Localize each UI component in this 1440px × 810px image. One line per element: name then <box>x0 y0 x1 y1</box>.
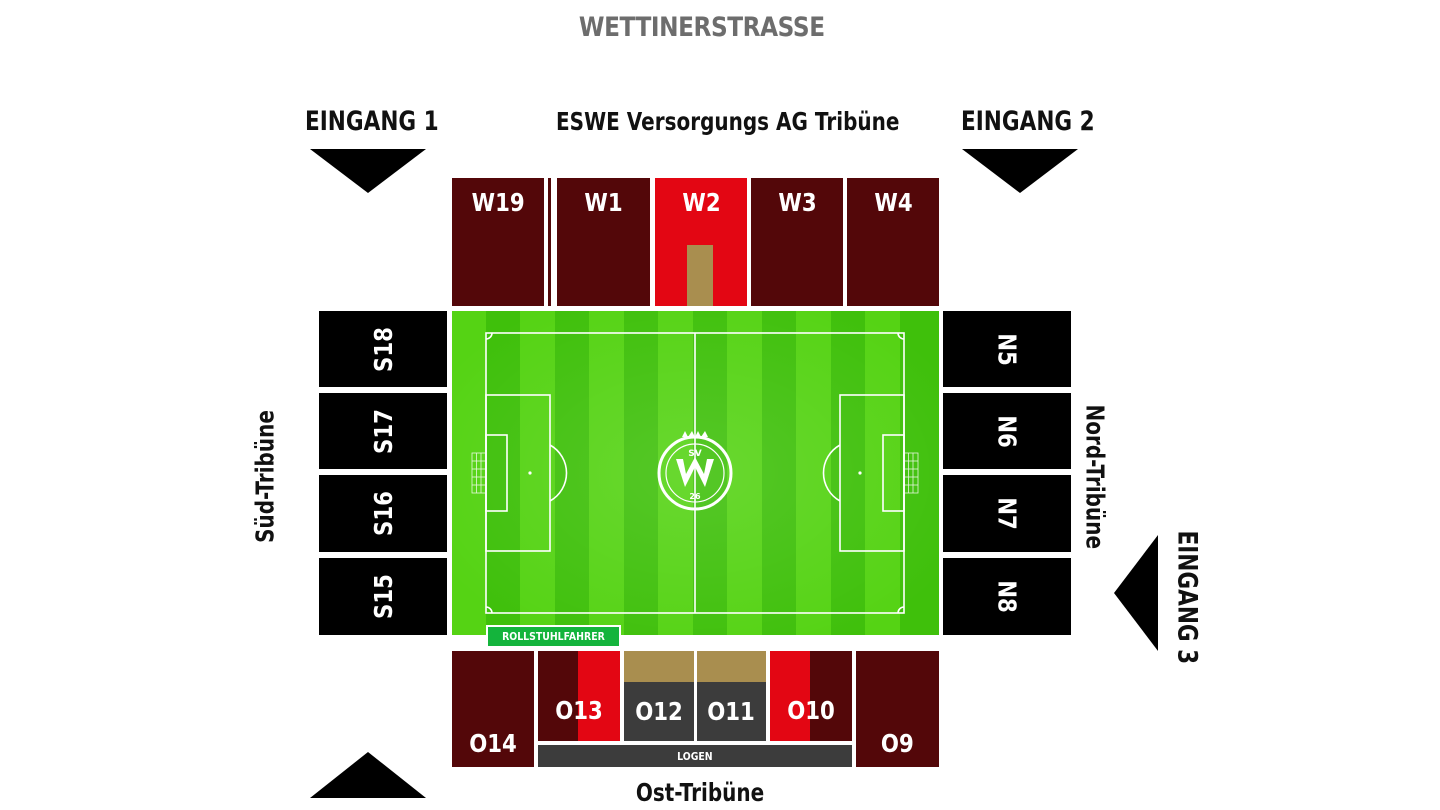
pitch: SV 26 <box>452 311 939 635</box>
block-w3[interactable]: W3 <box>751 178 843 306</box>
block-s15[interactable]: S15 <box>319 558 447 635</box>
block-o14[interactable]: O14 <box>452 651 534 767</box>
block-o13-dark <box>538 651 578 741</box>
block-s17[interactable]: S17 <box>319 393 447 469</box>
entrance-2-label: EINGANG 2 <box>961 106 1095 137</box>
block-w19[interactable]: W19 <box>452 178 544 306</box>
block-s18[interactable]: S18 <box>319 311 447 387</box>
entrance-3-arrow-icon <box>1114 535 1158 651</box>
block-n6[interactable]: N6 <box>943 393 1071 469</box>
o11-aisle <box>697 651 766 682</box>
block-n8[interactable]: N8 <box>943 558 1071 635</box>
entrance-2-arrow-icon <box>962 149 1078 193</box>
block-o13[interactable]: O13 <box>555 695 603 725</box>
entrance-1-arrow-icon <box>310 149 426 193</box>
w19-divider <box>544 178 548 306</box>
wheelchair-area[interactable]: ROLLSTUHLFAHRER <box>486 625 621 648</box>
logen-bar[interactable]: LOGEN <box>538 745 852 767</box>
penalty-spot-left <box>528 471 532 475</box>
logen-label: LOGEN <box>677 749 713 763</box>
wheelchair-label: ROLLSTUHLFAHRER <box>502 630 605 643</box>
block-o12[interactable]: O12 <box>624 682 694 741</box>
logo-sv-text: SV <box>688 449 701 459</box>
north-stand-label: Nord-Tribüne <box>1080 404 1110 550</box>
block-o9[interactable]: O9 <box>856 651 939 767</box>
south-stand-label: Süd-Tribüne <box>250 410 280 543</box>
west-stand-label: ESWE Versorgungs AG Tribüne <box>556 107 900 136</box>
goal-nets <box>471 452 919 494</box>
penalty-spot-right <box>858 471 862 475</box>
block-n5[interactable]: N5 <box>943 311 1071 387</box>
w19-divider-line <box>548 178 551 306</box>
east-stand-label: Ost-Tribüne <box>635 778 765 807</box>
block-o10[interactable]: O10 <box>787 695 835 725</box>
o12-aisle <box>624 651 694 682</box>
block-o13-red <box>578 651 620 741</box>
block-o10-red <box>770 651 810 741</box>
block-n7[interactable]: N7 <box>943 475 1071 552</box>
entrance-4-arrow-icon <box>310 752 426 798</box>
club-logo-icon: SV 26 <box>657 431 733 511</box>
block-w4[interactable]: W4 <box>847 178 939 306</box>
block-o11[interactable]: O11 <box>697 682 766 741</box>
block-o10-dark <box>810 651 852 741</box>
block-w1[interactable]: W1 <box>557 178 650 306</box>
street-label: WETTINERSTRASSE <box>578 12 825 43</box>
entrance-1-label: EINGANG 1 <box>305 106 439 137</box>
entrance-3-label: EINGANG 3 <box>1171 530 1203 665</box>
w2-aisle <box>687 245 713 306</box>
block-s16[interactable]: S16 <box>319 475 447 552</box>
logo-number-text: 26 <box>689 492 701 501</box>
